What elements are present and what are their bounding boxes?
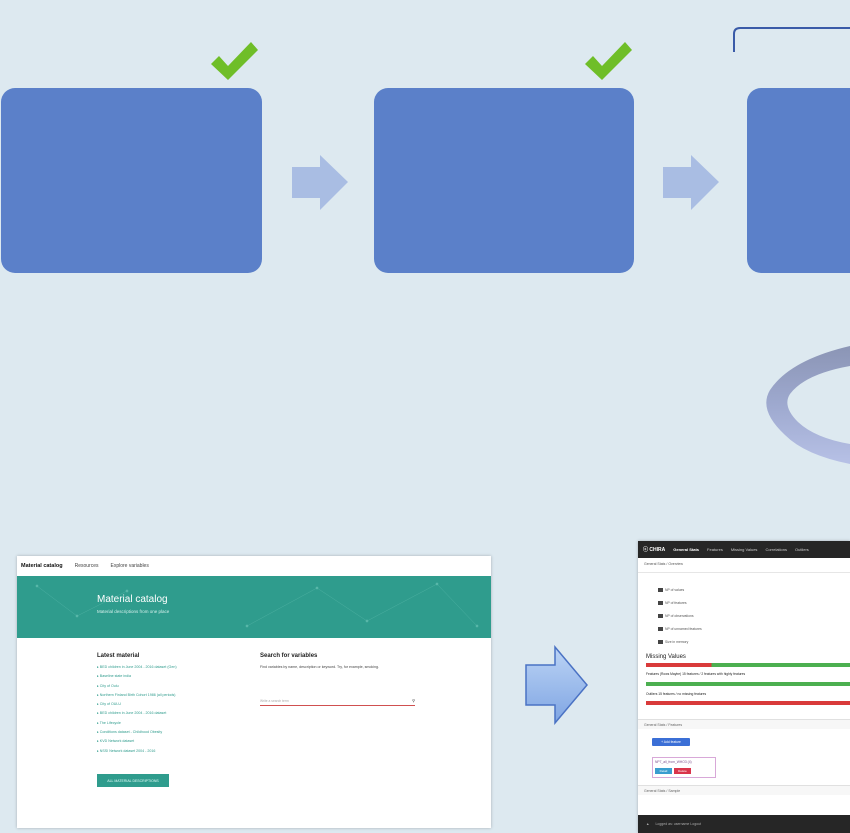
dashboard-screenshot: ⓒ CHIRA General Stats Features Missing V… (638, 541, 850, 833)
catalog-nav: Material catalog Resources Explore varia… (17, 556, 491, 577)
stat-label: NP of observations (665, 614, 694, 618)
table-icon (658, 588, 663, 592)
missing-values-title: Missing Values (646, 654, 686, 660)
file-icon (658, 640, 663, 644)
search-input[interactable]: Write a search term ⚲ (260, 698, 415, 706)
hero-subtitle: Material descriptions from one place (97, 609, 170, 614)
cycle-arrow-band (766, 346, 850, 464)
material-link[interactable]: ▸ NSSI Network dataset 2004 - 2016 (97, 748, 156, 753)
material-link[interactable]: ▸ City of OULU (97, 702, 121, 707)
dashboard-footer: ▲ Logged as: username Logout (638, 815, 850, 833)
network-background (35, 582, 479, 628)
search-variables-section: Search for variables Find variables by n… (260, 653, 430, 671)
latest-material-section: Latest material ▸ BED children in June 2… (97, 653, 247, 758)
stat-label: NP of values (665, 588, 685, 592)
material-link[interactable]: ▸ City of Oulu (97, 683, 119, 688)
bracket-line (733, 27, 850, 52)
material-link[interactable]: ▸ Northern Finland Birth Cohort 1986 (al… (97, 692, 176, 697)
dashboard-nav: ⓒ CHIRA General Stats Features Missing V… (638, 541, 850, 558)
stat-label: Size in memory (665, 640, 689, 644)
search-heading: Search for variables (260, 653, 318, 659)
nav-item[interactable]: Missing Values (730, 547, 758, 552)
catalog-brand[interactable]: Material catalog (21, 563, 63, 569)
detail-button[interactable]: Detail (655, 768, 672, 774)
material-link[interactable]: ▸ Conditions dataset - Childhood Obesity (97, 730, 163, 735)
search-icon[interactable]: ⚲ (412, 698, 415, 703)
nav-explore-variables[interactable]: Explore variables (110, 563, 149, 569)
nav-item[interactable]: Outliers (795, 547, 809, 552)
material-link[interactable]: ▸ The Lifecycle (97, 720, 121, 725)
missing-label: Outliers 15 features / no missing featur… (646, 692, 707, 696)
material-link[interactable]: ▸ KVD Network dataset (97, 739, 135, 744)
add-feature-button[interactable]: + Add feature (652, 738, 690, 746)
process-step-2 (374, 88, 634, 273)
missing-bar (646, 663, 850, 667)
nav-general-stats[interactable]: General Stats (673, 547, 700, 552)
stat-row: NP of features (658, 601, 687, 605)
process-step-3 (747, 88, 850, 273)
user-icon: ▲ (646, 822, 650, 826)
missing-label: Features (Rows Maybe) 15 features / 2 fe… (646, 672, 746, 676)
feature-card: NP7_all_from_WHO3 (4) Detail Delete (652, 757, 716, 778)
missing-bar (646, 682, 850, 686)
stat-row: NP of observations (658, 614, 694, 618)
right-arrow-icon (525, 645, 588, 725)
material-link[interactable]: ▸ BED children in June 2004 - 2016 datas… (97, 711, 167, 716)
dashboard-logo[interactable]: ⓒ CHIRA (643, 547, 666, 553)
nav-item[interactable]: Features (707, 547, 723, 552)
material-catalog-screenshot: Material catalog Resources Explore varia… (17, 556, 491, 828)
stat-row: Size in memory (658, 640, 688, 644)
breadcrumb: General Stats / Features (638, 719, 850, 729)
search-placeholder: Write a search term (260, 699, 289, 703)
nav-item[interactable]: Correlations (765, 547, 788, 552)
hero-title: Material catalog (97, 594, 168, 605)
stat-label: NP of features (665, 601, 687, 605)
stat-row: NP of values (658, 588, 684, 592)
breadcrumb: General Stats / Overview (638, 558, 850, 573)
table-icon (658, 627, 663, 631)
delete-button[interactable]: Delete (674, 768, 691, 774)
material-link[interactable]: ▸ BED children in June 2004 - 2016 datas… (97, 665, 177, 669)
stat-row: NP of unnamed features (658, 627, 702, 631)
right-arrow-icon (663, 155, 719, 210)
latest-heading: Latest material (97, 653, 140, 659)
feature-name: NP7_all_from_WHO3 (4) (655, 760, 692, 764)
stat-label: NP of unnamed features (665, 627, 702, 631)
table-icon (658, 614, 663, 618)
check-icon (585, 42, 632, 80)
catalog-hero: Material catalog Material descriptions f… (17, 576, 491, 638)
search-description: Find variables by name, description or k… (260, 665, 379, 669)
breadcrumb: General Stats / Sample (638, 785, 850, 795)
material-link[interactable]: ▸ Baseline state india (97, 674, 131, 679)
missing-bar (646, 701, 850, 705)
nav-resources[interactable]: Resources (74, 563, 99, 569)
footer-text[interactable]: Logged as: username Logout (655, 822, 702, 826)
check-icon (211, 42, 258, 80)
right-arrow-icon (292, 155, 348, 210)
table-icon (658, 601, 663, 605)
process-step-1 (1, 88, 262, 273)
all-material-button[interactable]: ALL MATERIAL DESCRIPTIONS (97, 774, 169, 787)
